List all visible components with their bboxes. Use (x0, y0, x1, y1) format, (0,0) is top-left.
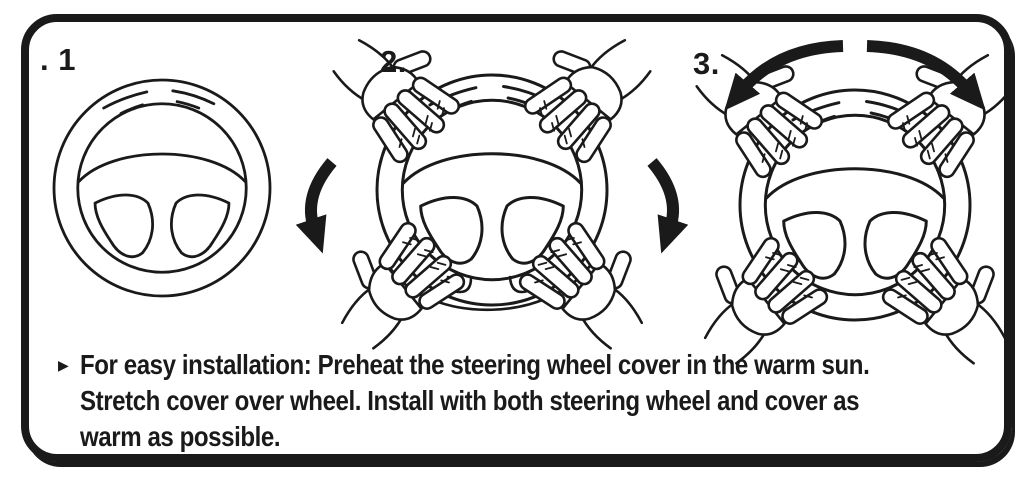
hand-bottom-left (311, 205, 474, 368)
instruction-line-3: warm as possible. (79, 421, 281, 452)
instruction-line-2: Stretch cover over wheel. Install with b… (79, 385, 859, 416)
step-2-illustration (295, 9, 689, 368)
step-3-illustration (674, 24, 1034, 383)
pull-down-arrows (295, 158, 689, 254)
rounded-border-frame (21, 14, 1012, 462)
hand-top-left (314, 9, 477, 172)
arrow-over-top-left-icon (724, 40, 844, 111)
step-3-label: 3. (693, 46, 720, 81)
step-1-wheel-illustration (52, 78, 272, 298)
instruction-line-1: For easy installation: Preheat the steer… (79, 349, 870, 380)
arrow-down-right-icon (647, 158, 689, 254)
hand-top-right (507, 9, 670, 172)
step-2-label: 2. (380, 44, 407, 79)
arrow-over-top-right-icon (866, 40, 986, 111)
stretch-over-top-arrows (724, 40, 986, 111)
instruction-lines: For easy installation: Preheat the steer… (79, 347, 870, 455)
triangle-bullet-icon: ▶ (58, 357, 69, 373)
arrow-down-left-icon (295, 158, 337, 254)
hand-bottom-right (510, 205, 673, 368)
instruction-text: ▶ For easy installation: Preheat the ste… (58, 347, 998, 455)
step-1-label: . 1 (40, 42, 76, 77)
